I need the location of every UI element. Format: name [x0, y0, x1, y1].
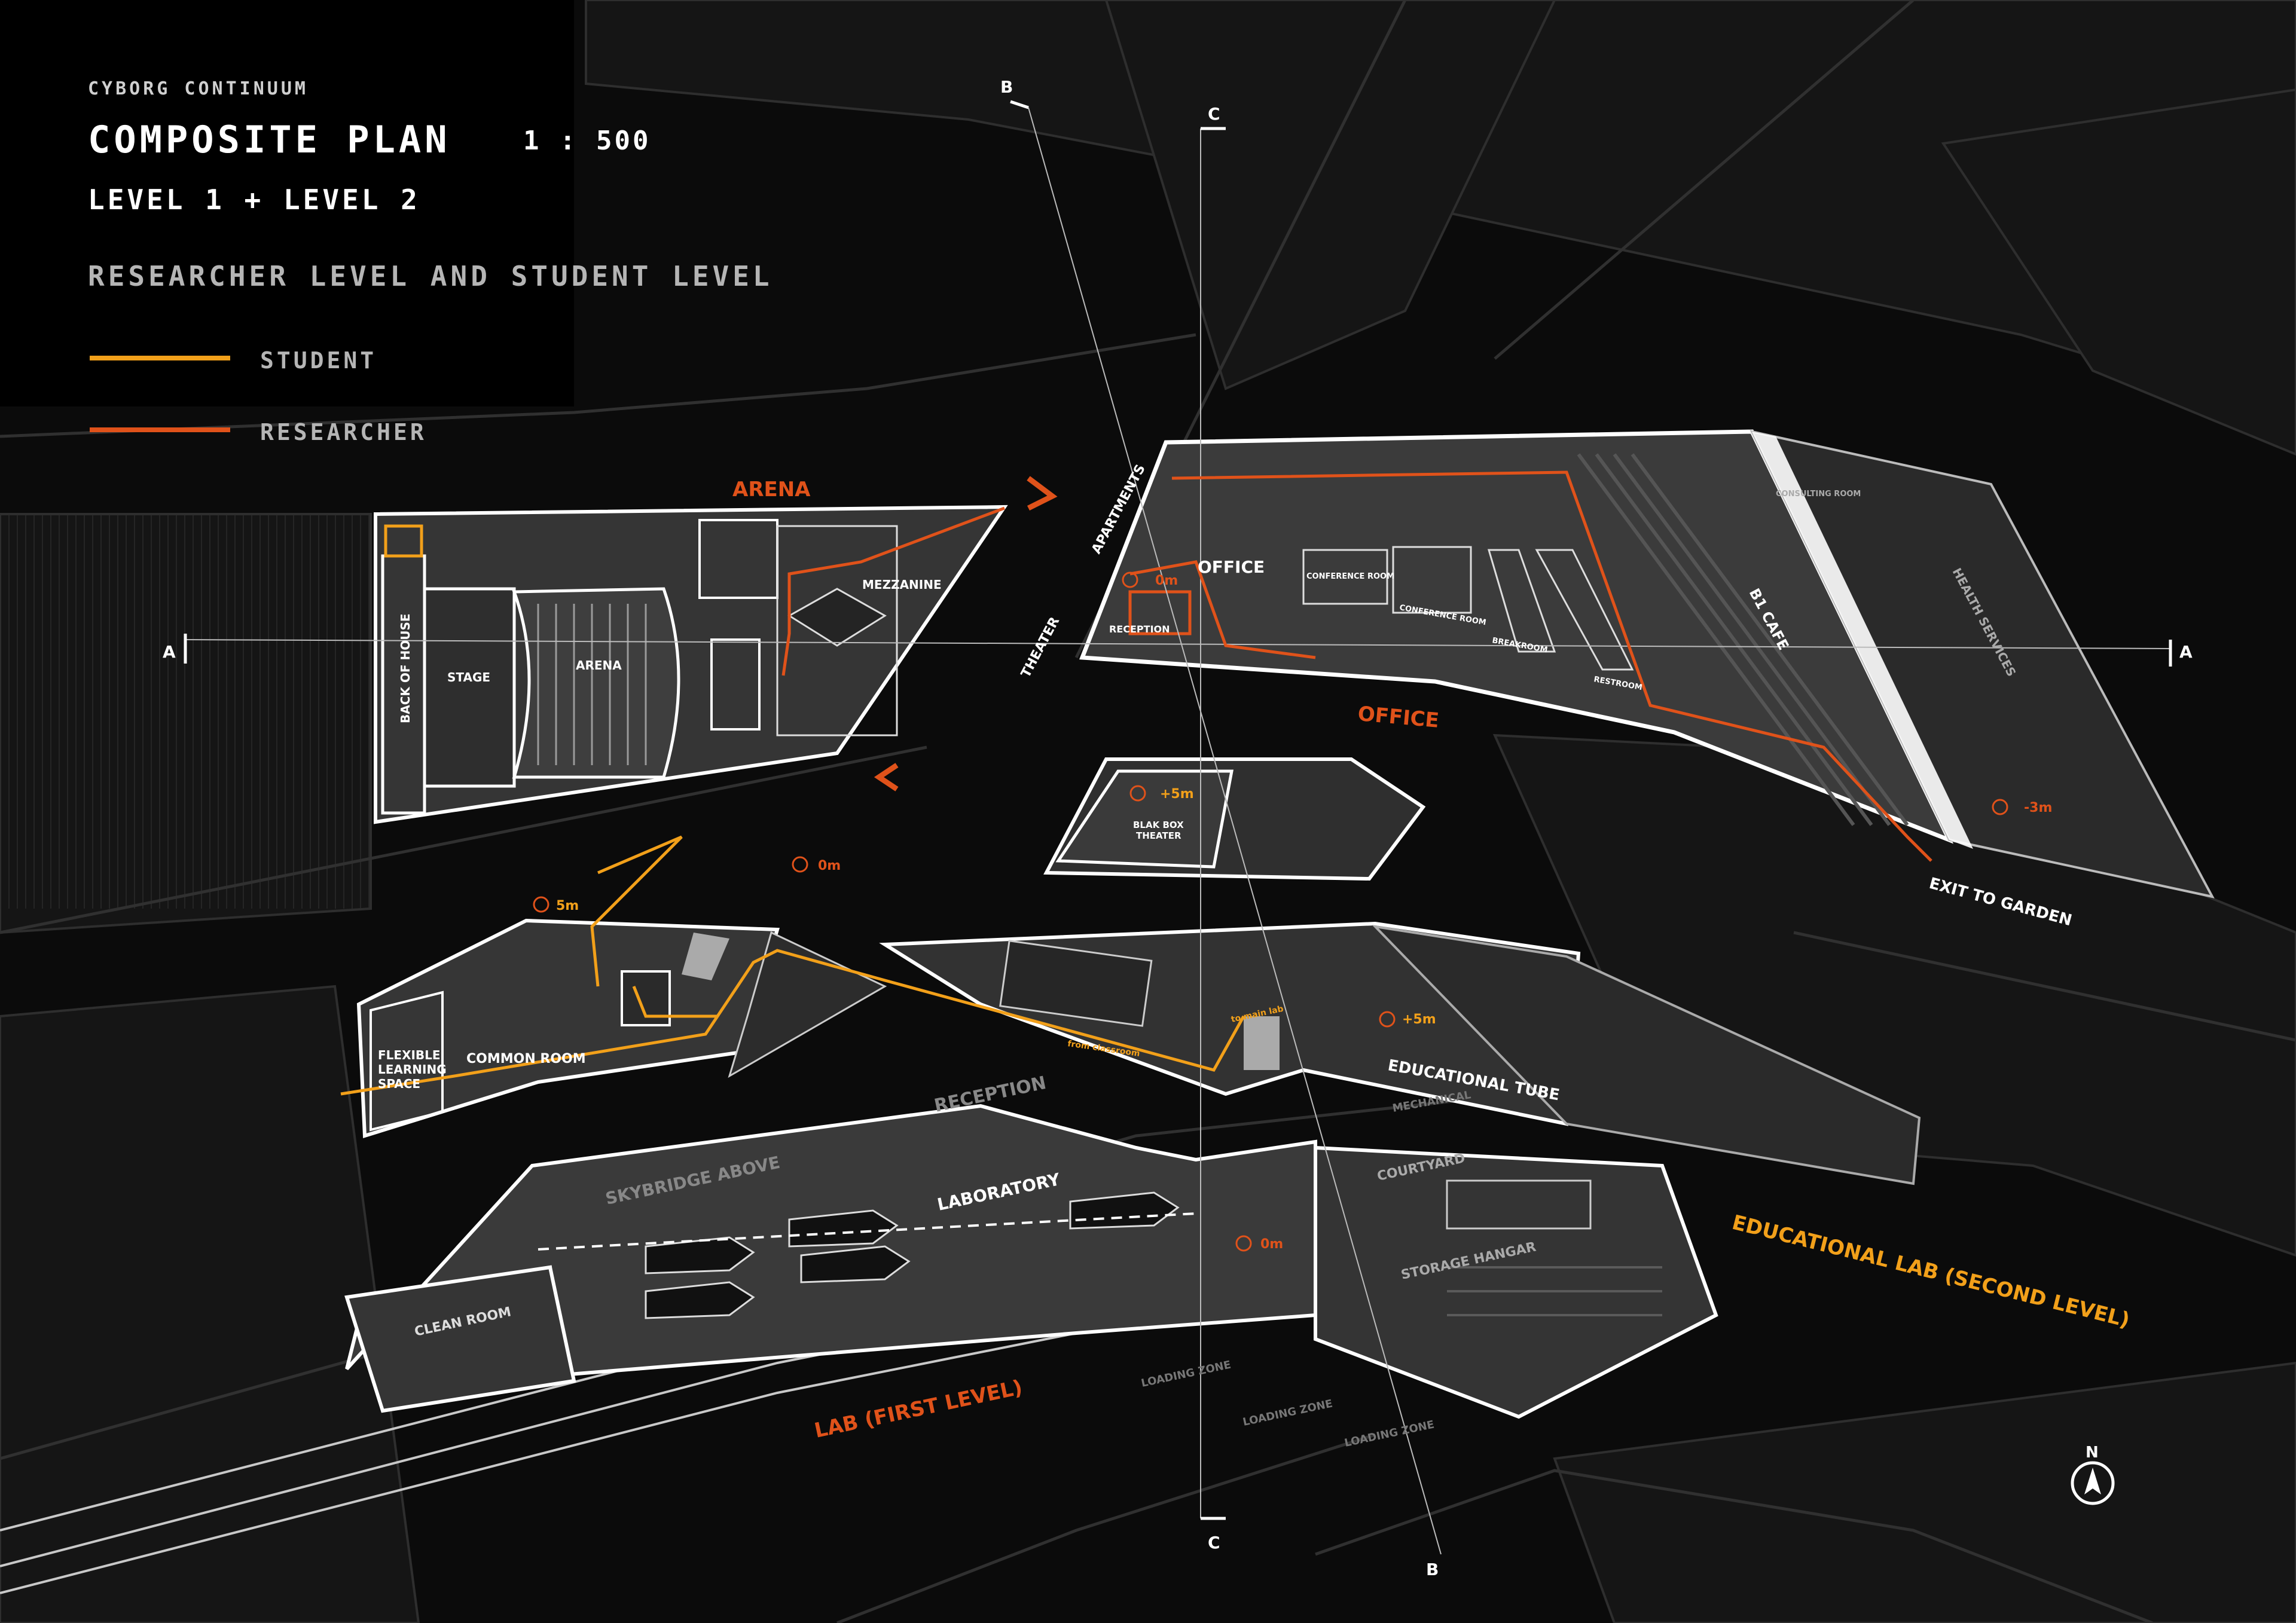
elev-tube: +5m: [1402, 1012, 1436, 1027]
north-arrow: [2071, 1461, 2115, 1505]
room-mezzanine: MEZZANINE: [862, 577, 942, 592]
elev-office: 0m: [1155, 573, 1178, 588]
title-block-background: [0, 0, 574, 406]
plan-subtitle: RESEARCHER LEVEL AND STUDENT LEVEL: [88, 260, 773, 292]
black-box-theater-block: [1043, 757, 1426, 881]
laboratory-block: [344, 1104, 1718, 1419]
researcher-path: [781, 470, 1932, 862]
educational-tube-block: [879, 921, 1921, 1185]
room-arena: ARENA: [576, 658, 622, 673]
elev-black-box: +5m: [1160, 787, 1194, 802]
plan-levels: LEVEL 1 + LEVEL 2: [88, 184, 420, 216]
section-b-bottom: B: [1426, 1560, 1439, 1579]
room-office: OFFICE: [1198, 557, 1265, 577]
elev-plaza: 0m: [818, 858, 841, 873]
room-back-of-house: BACK OF HOUSE: [398, 613, 413, 723]
legend-researcher-label: RESEARCHER: [260, 419, 427, 445]
office-block: [1079, 429, 2215, 898]
section-lines: [185, 107, 2171, 1555]
north-label: N: [2086, 1444, 2099, 1462]
section-c-bottom: C: [1208, 1533, 1220, 1552]
section-b-top: B: [1000, 77, 1013, 97]
plan-title: COMPOSITE PLAN: [88, 118, 451, 161]
room-conference-1: CONFERENCE ROOM: [1306, 572, 1394, 581]
room-stage: STAGE: [447, 670, 490, 684]
student-path: [340, 835, 1245, 1096]
elevation-markers: [533, 571, 2008, 1252]
legend-student-label: STUDENT: [260, 347, 377, 374]
section-a-right: A: [2179, 642, 2193, 662]
room-reception-office: RECEPTION: [1109, 623, 1170, 635]
elev-lab: 0m: [1260, 1237, 1283, 1252]
room-consulting: CONSULTING ROOM: [1776, 490, 1861, 499]
section-a-left: A: [163, 642, 176, 662]
room-common-room: COMMON ROOM: [466, 1052, 586, 1066]
elev-common: 5m: [556, 898, 579, 913]
elev-b1: -3m: [2024, 800, 2052, 815]
project-name: CYBORG CONTINUUM: [88, 78, 309, 99]
zone-arena: ARENA: [732, 478, 811, 502]
plan-scale: 1 : 500: [523, 126, 651, 156]
section-c-top: C: [1208, 104, 1220, 124]
arena-block: [374, 505, 1008, 824]
